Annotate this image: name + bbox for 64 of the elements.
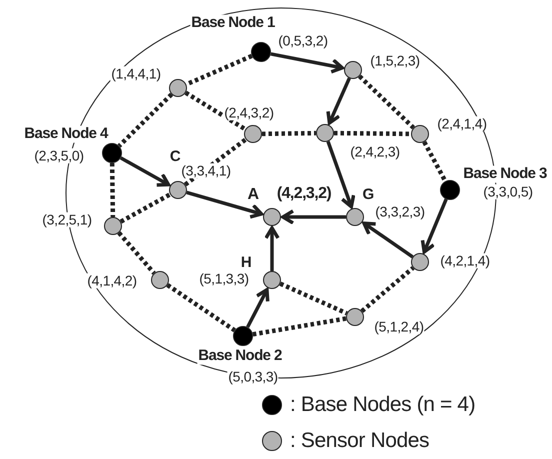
- link-line: [422, 140, 448, 182]
- legend-label: : Base Nodes (n = 4): [290, 393, 476, 417]
- link-line: [334, 130, 412, 136]
- node-label: (3,2,5,1): [41, 212, 93, 228]
- sensor-node: [151, 271, 169, 289]
- sensor-node: [316, 124, 334, 142]
- sensor-node: [263, 208, 281, 226]
- node-label: (5,1,2,4): [373, 319, 425, 335]
- node-label: (2,4,2,3): [349, 144, 401, 160]
- arrow: [362, 222, 414, 258]
- link-line: [360, 266, 415, 313]
- arrow: [326, 78, 351, 125]
- link-line: [120, 192, 172, 224]
- node-label: (1,4,4,1): [110, 66, 162, 82]
- node-label: (3,3,4,1): [180, 163, 232, 179]
- arrow: [270, 52, 344, 74]
- node-label: (3,3,2,3): [374, 204, 426, 220]
- node-label: (4,1,4,2): [86, 273, 138, 289]
- node-label: (4,2,1,4): [439, 253, 491, 269]
- node-label: Base Node 4: [23, 126, 109, 142]
- node-label: (4,2,3,2): [276, 185, 332, 203]
- sensor-node: [244, 125, 262, 143]
- sensor-node: [169, 79, 187, 97]
- node-label: Base Node 2: [197, 348, 283, 364]
- arrow: [326, 140, 356, 208]
- arrow: [281, 209, 346, 225]
- arrow: [246, 288, 270, 328]
- node-label: (0,5,3,2): [277, 33, 329, 49]
- arrow: [186, 190, 264, 219]
- link-line: [118, 92, 174, 148]
- sensor-node: [344, 61, 362, 79]
- link-line: [262, 130, 316, 136]
- arrow: [120, 156, 170, 187]
- arrow: [264, 226, 280, 271]
- sensor-node: [411, 253, 429, 271]
- link-line: [110, 162, 116, 218]
- node-label: (5,0,3,3): [227, 369, 279, 385]
- legend-label: : Sensor Nodes: [290, 429, 430, 453]
- link-line: [117, 231, 156, 275]
- link-line: [185, 54, 253, 86]
- sensor-node: [169, 181, 187, 199]
- sensor-node: [346, 308, 364, 326]
- node-label: (2,3,5,0): [33, 148, 85, 164]
- sensor-node: [263, 271, 281, 289]
- node-label: (3,3,0,5): [482, 184, 534, 200]
- sensor-node: [104, 217, 122, 235]
- node-label: Base Node 3: [462, 166, 548, 182]
- node-label: (2,4,3,2): [223, 105, 275, 121]
- link-line: [252, 316, 346, 337]
- node-label: (1,5,2,3): [369, 53, 421, 69]
- arrow: [420, 198, 448, 254]
- link-line: [184, 90, 246, 132]
- link-line: [358, 74, 416, 130]
- sensor-node: [346, 208, 364, 226]
- sensor-node: [411, 125, 429, 143]
- base-node: [233, 326, 253, 346]
- base-node: [440, 180, 460, 200]
- node-label: (2,4,1,4): [436, 116, 488, 132]
- base-node: [102, 143, 122, 163]
- link-line: [184, 138, 248, 186]
- link-line: [279, 282, 348, 316]
- link-line: [166, 283, 236, 332]
- base-node: [251, 42, 271, 62]
- node-label: (5,1,3,3): [198, 271, 250, 287]
